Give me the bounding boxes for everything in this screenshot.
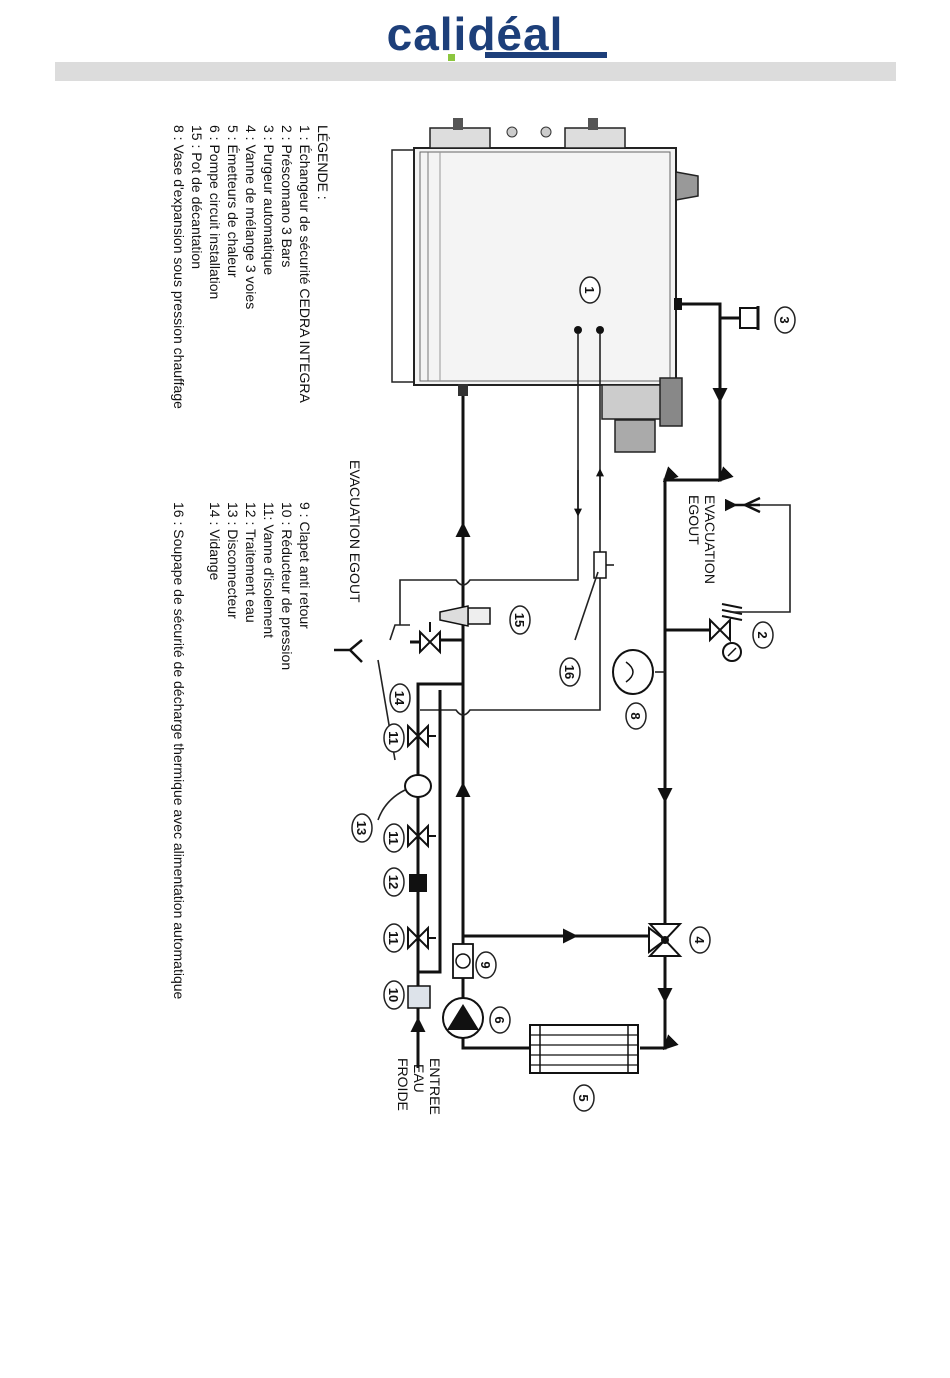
logo-underline: [485, 52, 607, 58]
header-bar: [55, 62, 896, 81]
boiler-exchanger: [391, 118, 699, 453]
svg-text:11: 11: [386, 831, 401, 845]
svg-text:FROIDE: FROIDE: [395, 1058, 411, 1111]
evac-label-left: EVACUATION EGOUT: [347, 460, 363, 603]
supply-pipe-right: [640, 304, 734, 1051]
svg-text:EAU: EAU: [411, 1064, 427, 1093]
svg-text:6: 6: [492, 1016, 507, 1023]
svg-text:15: 15: [512, 613, 527, 627]
svg-text:5: 5: [576, 1094, 591, 1101]
disconnector-13: 13: [351, 774, 432, 843]
legend-item-11: 11: Vanne d'isolement: [261, 502, 277, 638]
legend-item-16: 16 : Soupape de sécurité de décharge the…: [171, 502, 187, 1000]
svg-text:2: 2: [755, 631, 770, 638]
legend-title: LÉGENDE :: [315, 125, 331, 200]
calideal-logo: calidéal: [387, 8, 607, 61]
logo-dot: [448, 54, 455, 61]
svg-text:3: 3: [777, 316, 792, 323]
pump-6: 6: [442, 997, 511, 1039]
exchanger-return-lines: 16: [399, 334, 614, 716]
heat-emitter-5: 5: [529, 1024, 639, 1112]
isolation-valve-11b: 11: [383, 823, 436, 853]
pressure-reducer-10: 10: [383, 980, 431, 1010]
legend-item-14: 14 : Vidange: [207, 502, 223, 581]
legend-item-8: 8 : Vase d'expansion sous pression chauf…: [171, 125, 187, 409]
svg-text:ENTREE: ENTREE: [427, 1058, 443, 1115]
svg-text:11: 11: [386, 931, 401, 945]
legend-item-13: 13 : Disconnecteur: [225, 502, 241, 619]
evac-label-top: EVACUATION EGOUT: [686, 495, 718, 584]
svg-text:9: 9: [478, 961, 493, 968]
legend-item-10: 10 : Réducteur de pression: [279, 502, 295, 670]
legend-item-9: 9 : Clapet anti retour: [297, 502, 313, 629]
expansion-vessel-8: 8: [612, 649, 665, 730]
legend-item-4: 4 : Vanne de mélange 3 voies: [243, 125, 259, 309]
callout-1: 1: [579, 276, 601, 304]
legend-column-2: 9 : Clapet anti retour 10 : Réducteur de…: [171, 502, 313, 1000]
legend-column-1: LÉGENDE : 1 : Échangeur de sécurité CEDR…: [171, 125, 331, 409]
return-pipe: [455, 396, 650, 1050]
legend-item-1: 1 : Échangeur de sécurité CEDRA INTEGRA: [297, 125, 313, 403]
safety-valve-2: 2: [665, 496, 791, 662]
drain-14: 14: [334, 622, 441, 761]
legend-item-5: 5 : Émetteurs de chaleur: [225, 125, 241, 278]
cold-water-feed: [410, 682, 463, 1068]
svg-text:8: 8: [628, 712, 643, 719]
isolation-valve-11a: 11: [383, 723, 436, 753]
legend-item-12: 12 : Traitement eau: [243, 502, 259, 623]
svg-text:EVACUATION: EVACUATION: [702, 495, 718, 584]
svg-text:10: 10: [386, 988, 401, 1002]
svg-text:4: 4: [692, 936, 707, 944]
mixing-valve-4: 4: [647, 923, 711, 957]
svg-text:13: 13: [354, 821, 369, 835]
legend-item-3: 3 : Purgeur automatique: [261, 125, 277, 275]
cold-water-inlet-label: ENTREE EAU FROIDE: [395, 1058, 443, 1115]
isolation-valve-11c: 11: [383, 923, 436, 953]
legend-item-6: 6 : Pompe circuit installation: [207, 125, 223, 299]
svg-text:EGOUT: EGOUT: [686, 495, 702, 545]
svg-text:12: 12: [386, 875, 401, 889]
decanter-pot-15: 15: [439, 605, 531, 642]
check-valve-9: 9: [452, 943, 497, 979]
logo-text: calidéal: [387, 8, 564, 60]
svg-text:EVACUATION EGOUT: EVACUATION EGOUT: [347, 460, 363, 603]
legend-item-2: 2 : Préscomano 3 Bars: [279, 125, 295, 267]
svg-text:11: 11: [386, 731, 401, 745]
legend-item-15: 15 : Pot de décantation: [189, 125, 205, 269]
water-treatment-12: 12: [383, 867, 427, 897]
air-vent-3: 3: [682, 302, 796, 334]
svg-text:1: 1: [582, 286, 597, 293]
svg-text:16: 16: [562, 665, 577, 679]
svg-text:14: 14: [392, 691, 407, 706]
